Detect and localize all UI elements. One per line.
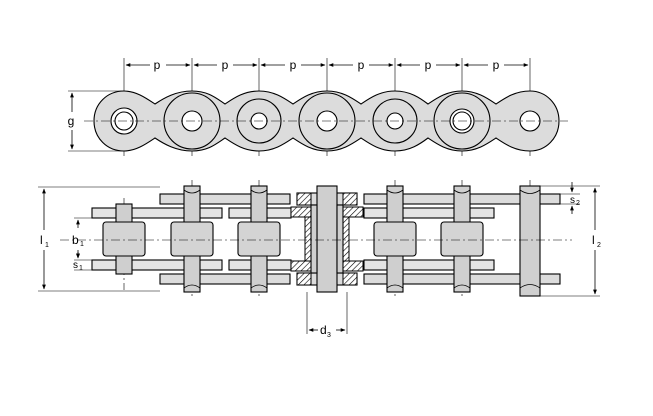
- height-dimension: [68, 90, 124, 152]
- sectioned-link: [290, 185, 364, 293]
- l2-label: l: [592, 233, 595, 247]
- rollers: [102, 221, 484, 257]
- s1-label: s: [73, 260, 78, 271]
- b1-sub: 1: [80, 241, 84, 248]
- s2-sub: 2: [576, 200, 580, 207]
- side-view: p p p p p p: [68, 58, 568, 156]
- s2-label: s: [570, 195, 575, 206]
- plan-view: l 1 b 1 s 1 l 2: [38, 180, 601, 339]
- pitch-label-5: p: [425, 58, 432, 72]
- pitch-label-2: p: [222, 58, 229, 72]
- b1-label: b: [72, 233, 79, 247]
- pitch-label-6: p: [493, 58, 500, 72]
- pitch-label-3: p: [290, 58, 297, 72]
- pitch-label-4: p: [358, 58, 365, 72]
- s1-dimension: [74, 252, 92, 271]
- s2-dimension: [540, 182, 580, 214]
- d3-sub: 3: [327, 332, 331, 339]
- d3-dimension: [306, 292, 348, 334]
- pitch-label-1: p: [154, 58, 161, 72]
- l2-sub: 2: [597, 242, 601, 249]
- l1-sub: 1: [45, 242, 49, 249]
- d3-label: d: [320, 323, 327, 337]
- l2-dimension: [540, 185, 600, 297]
- pin-rivet-heads: [183, 189, 541, 289]
- s1-sub: 1: [79, 265, 83, 272]
- l1-label: l: [40, 233, 43, 247]
- height-label: g: [68, 114, 75, 128]
- l1-dimension: [38, 186, 160, 292]
